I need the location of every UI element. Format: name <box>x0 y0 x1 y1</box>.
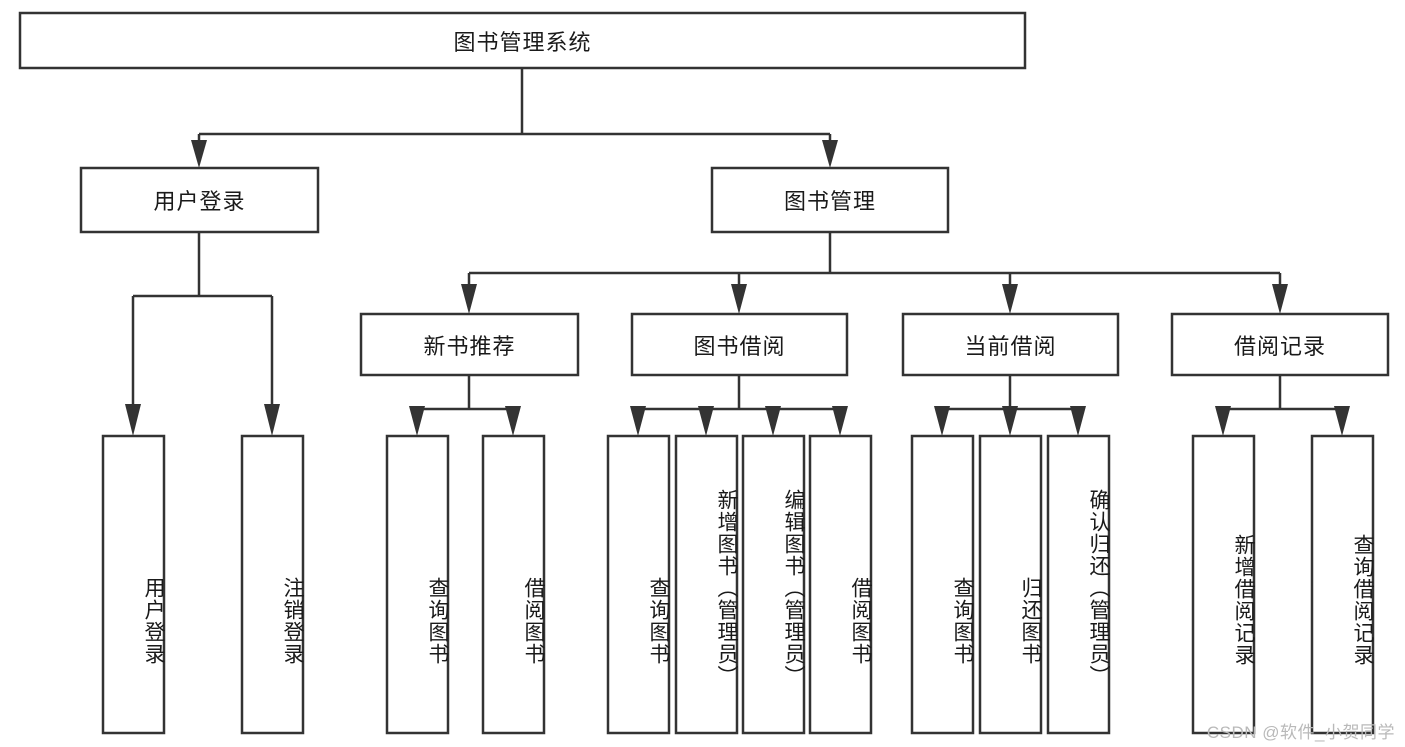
node-box-leaf-user-login[interactable] <box>101 434 166 735</box>
connector-group-new-book-recommend-to-leaves <box>409 375 521 436</box>
arrow-to-leaf-cb-confirm-return <box>1070 406 1086 436</box>
arrow-to-new-book-recommend <box>461 284 477 314</box>
connector-group-root-to-level2 <box>191 68 838 168</box>
connector-group-current-borrow-to-leaves <box>934 375 1086 436</box>
connector-group-book-borrow-to-leaves <box>630 375 848 436</box>
connector-group-book-mgmt-to-level3 <box>461 232 1288 314</box>
node-box-current-borrow[interactable] <box>901 312 1120 377</box>
node-box-leaf-cb-confirm-return[interactable] <box>1046 434 1111 735</box>
node-box-book-borrow[interactable] <box>630 312 849 377</box>
arrow-to-leaf-nbr-borrow-book <box>505 406 521 436</box>
node-box-leaf-br-add-record[interactable] <box>1191 434 1256 735</box>
arrow-to-leaf-br-query-record <box>1334 406 1350 436</box>
node-box-leaf-logout[interactable] <box>240 434 305 735</box>
arrow-to-borrow-record <box>1272 284 1288 314</box>
arrow-to-leaf-cb-query-book <box>934 406 950 436</box>
arrow-to-leaf-cb-return-book <box>1002 406 1018 436</box>
node-box-leaf-nbr-borrow-book[interactable] <box>481 434 546 735</box>
node-box-borrow-record[interactable] <box>1170 312 1390 377</box>
node-box-leaf-bb-edit-book[interactable] <box>741 434 806 735</box>
arrow-to-leaf-nbr-query-book <box>409 406 425 436</box>
node-box-leaf-cb-return-book[interactable] <box>978 434 1043 735</box>
node-box-new-book-recommend[interactable] <box>359 312 580 377</box>
arrow-to-book-borrow <box>731 284 747 314</box>
node-box-user-login[interactable] <box>79 166 320 234</box>
node-box-leaf-nbr-query-book[interactable] <box>385 434 450 735</box>
arrow-to-current-borrow <box>1002 284 1018 314</box>
node-box-leaf-br-query-record[interactable] <box>1310 434 1375 735</box>
arrow-to-user-login <box>191 140 207 168</box>
node-box-leaf-cb-query-book[interactable] <box>910 434 975 735</box>
arrow-to-leaf-br-add-record <box>1215 406 1231 436</box>
node-box-root[interactable] <box>18 11 1027 70</box>
node-box-book-management[interactable] <box>710 166 950 234</box>
arrow-to-leaf-logout <box>264 404 280 436</box>
arrow-to-book-mgmt <box>822 140 838 168</box>
node-box-leaf-bb-borrow-book[interactable] <box>808 434 873 735</box>
connector-group-borrow-record-to-leaves <box>1215 375 1350 436</box>
arrow-to-leaf-bb-query-book <box>630 406 646 436</box>
node-box-leaf-bb-query-book[interactable] <box>606 434 671 735</box>
connector-group-user-login-to-leaves <box>125 232 280 436</box>
csdn-watermark: CSDN @软件_小贺同学 <box>1206 723 1395 742</box>
arrow-to-leaf-bb-add-book <box>698 406 714 436</box>
arrow-to-leaf-user-login <box>125 404 141 436</box>
arrow-to-leaf-bb-edit-book <box>765 406 781 436</box>
node-box-leaf-bb-add-book[interactable] <box>674 434 739 735</box>
arrow-to-leaf-bb-borrow-book <box>832 406 848 436</box>
